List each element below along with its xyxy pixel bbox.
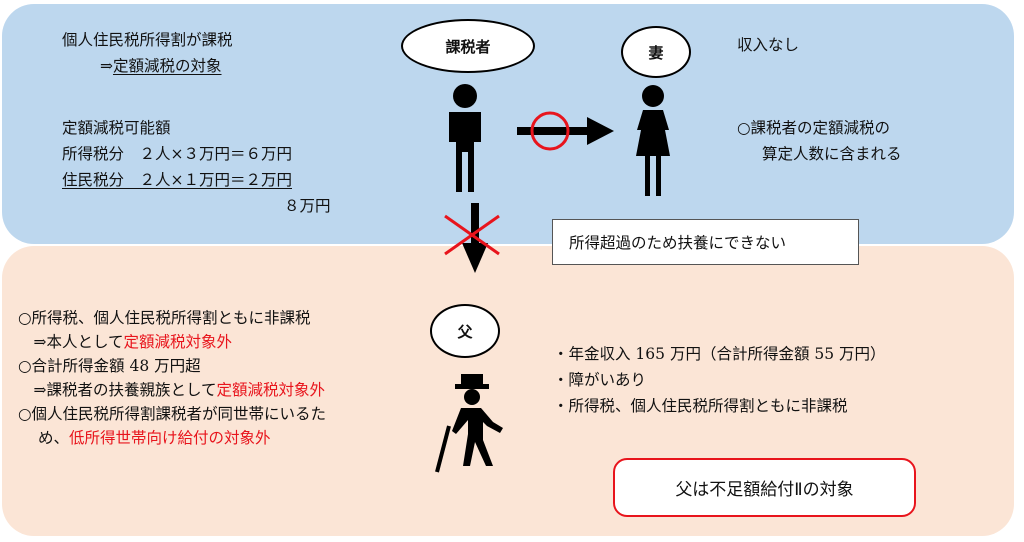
father-pension-line: ・年金収入 165 万円（合計所得金額 55 万円） <box>553 345 886 363</box>
father-low-income-benefit-line: め、低所得世帯向け給付の対象外 <box>38 429 271 447</box>
cross-mark-icon <box>444 214 500 256</box>
circle-mark-icon <box>530 111 570 151</box>
arrow-down-icon <box>462 203 488 273</box>
taxpayer-label: 課税者 <box>401 19 535 73</box>
woman-icon <box>636 85 670 196</box>
father-disability-line: ・障がいあり <box>553 371 647 389</box>
arrow-right-icon <box>517 117 614 145</box>
wife-note-line2: 算定人数に含まれる <box>762 145 902 163</box>
father-nontaxable-line: ・所得税、個人住民税所得割ともに非課税 <box>553 397 848 415</box>
resident-tax-calc-row: 住民税分 ２人×１万円＝２万円 <box>62 171 292 189</box>
dependency-note-box: 所得超過のため扶養にできない <box>552 219 859 265</box>
supplementary-benefit-target-box: 父は不足額給付Ⅱの対象 <box>613 458 916 517</box>
resident-tax-status-text: 個人住民税所得割が課税 <box>62 31 233 49</box>
father-income-line: ○合計所得金額 48 万円超 <box>18 357 201 375</box>
father-label: 父 <box>430 304 500 358</box>
dependency-note-text: 所得超過のため扶養にできない <box>569 234 787 252</box>
father-household-line: ○個人住民税所得割課税者が同世帯にいるた <box>18 405 327 423</box>
reduction-amount-heading: 定額減税可能額 <box>62 119 171 137</box>
wife-label: 妻 <box>621 26 691 78</box>
elderly-person-icon <box>435 374 503 473</box>
flat-tax-reduction-target-text: ⇒定額減税の対象 <box>100 57 222 75</box>
total-amount-text: ８万円 <box>284 197 331 215</box>
father-dependent-reduction-line: ⇒課税者の扶養親族として定額減税対象外 <box>18 381 326 399</box>
wife-income-text: 収入なし <box>737 36 800 54</box>
income-tax-calc-row: 所得税分 ２人×３万円＝６万円 <box>62 145 292 163</box>
supplementary-benefit-target-text: 父は不足額給付Ⅱの対象 <box>675 480 854 500</box>
father-self-reduction-line: ⇒本人として定額減税対象外 <box>18 333 233 351</box>
wife-note-line1: ○課税者の定額減税の <box>737 119 891 137</box>
person-icon <box>449 84 481 192</box>
father-tax-status-line: ○所得税、個人住民税所得割ともに非課税 <box>18 309 311 327</box>
